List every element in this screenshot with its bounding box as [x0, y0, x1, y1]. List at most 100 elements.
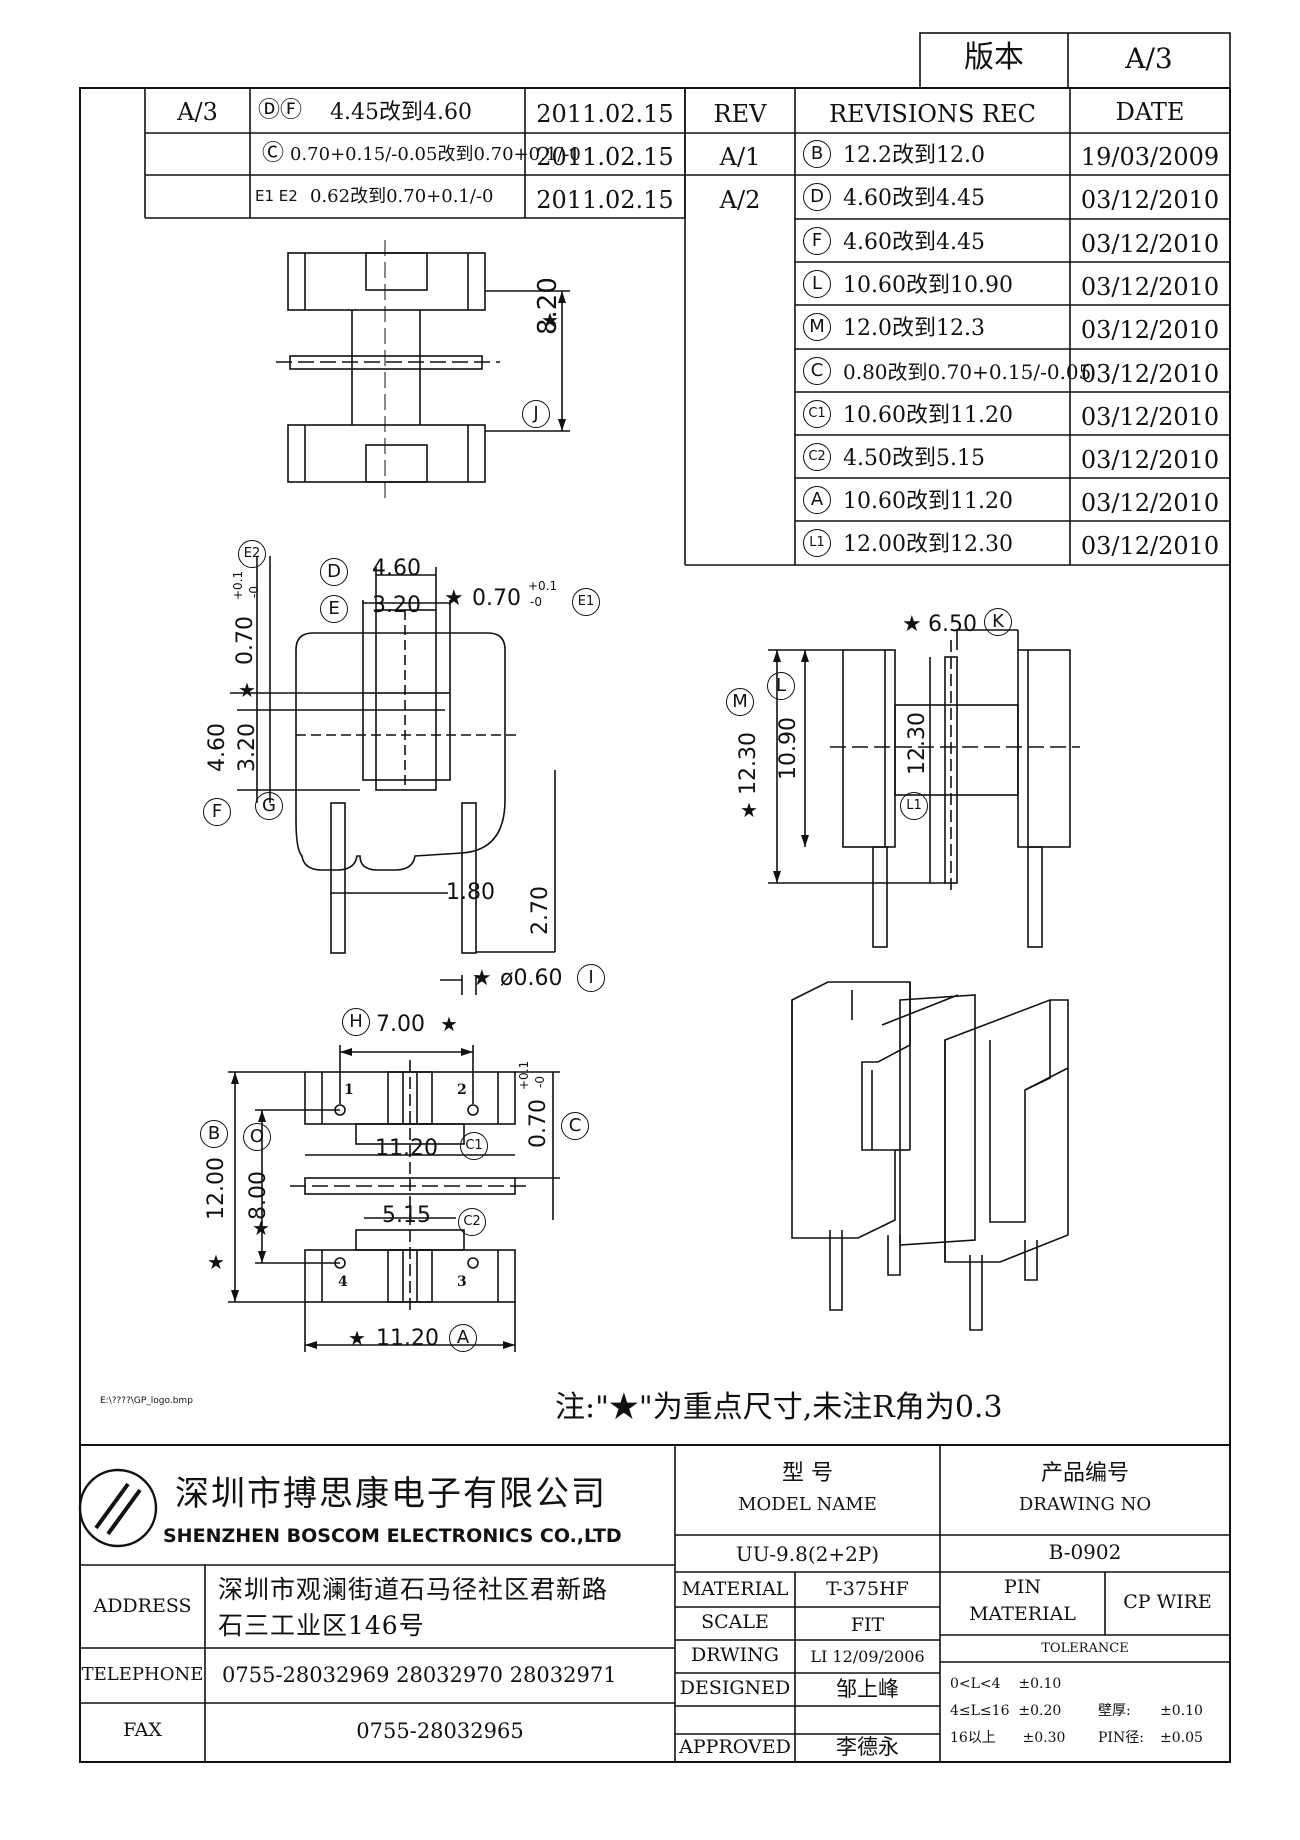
callout-O: O — [243, 1123, 271, 1151]
rev-row-0-date: 19/03/2009 — [1080, 143, 1220, 171]
dim-8-00: 8.00 — [246, 1171, 271, 1220]
material-value: T-375HF — [826, 1578, 909, 1600]
dim-0-70-e2-star: ★ — [238, 678, 256, 702]
callout-E1: E1 — [572, 588, 600, 616]
rev-row-4-desc: 12.0改到12.3 — [843, 316, 985, 341]
dim-3-20-top: 3.20 — [372, 593, 421, 618]
dim-4-60-left: 4.60 — [205, 723, 230, 772]
scale-value: FIT — [850, 1614, 885, 1636]
dim-10-90: 10.90 — [776, 717, 801, 780]
dim-8-20-star: ★ — [541, 308, 559, 332]
rev-row-1-desc: 4.60改到4.45 — [843, 186, 985, 211]
wall-thickness-value: ±0.10 — [1160, 1703, 1203, 1719]
rev-row-0-mark: B — [803, 140, 831, 168]
dim-0-70-star: ★ — [444, 586, 464, 611]
tolerance-row-2: 4≤L≤16 ±0.20 — [950, 1703, 1062, 1719]
rev-row-9-date: 03/12/2010 — [1080, 532, 1220, 560]
left-rev-2-desc: 0.62改到0.70+0.1/-0 — [310, 186, 494, 207]
rev-row-2-date: 03/12/2010 — [1080, 230, 1220, 258]
dim-12-30-star: ★ — [740, 798, 758, 822]
key-dimension-note: 注:"★"为重点尺寸,未注R角为0.3 — [555, 1390, 1003, 1425]
rev-row-8-desc: 10.60改到11.20 — [843, 489, 1013, 514]
rev-row-9-desc: 12.00改到12.30 — [843, 532, 1013, 557]
logo-file-path: E:\????\GP_logo.bmp — [100, 1396, 193, 1406]
rev-row-3-date: 03/12/2010 — [1080, 273, 1220, 301]
left-rev-2-marks: E1 E2 — [255, 187, 298, 205]
callout-I: I — [577, 964, 605, 992]
left-rev-2-date: 2011.02.15 — [536, 186, 674, 214]
drawing-label-en: DRAWING NO — [1018, 1494, 1152, 1515]
dim-6-50-star: ★ — [902, 612, 922, 637]
callout-K: K — [984, 608, 1012, 636]
dim-0-70-c: 0.70 — [526, 1099, 551, 1148]
rev-row-4-mark: M — [803, 313, 831, 341]
wall-thickness-label: 壁厚: — [1098, 1703, 1131, 1719]
fax-value: 0755-28032965 — [356, 1719, 524, 1743]
designed-value: 邹上峰 — [836, 1677, 899, 1701]
dim-0-70-e1-tol-minus: -0 — [530, 595, 542, 609]
dim-0-70-e2-tol-minus: -0 — [247, 586, 261, 598]
scale-label: SCALE — [701, 1611, 769, 1633]
dim-3-20-left: 3.20 — [235, 723, 260, 772]
pin-4-label: 4 — [338, 1274, 348, 1290]
dim-0-70-e2: 0.70 — [233, 616, 258, 665]
dim-8-00-star: ★ — [252, 1216, 270, 1240]
dim-11-20-a: 11.20 — [376, 1326, 439, 1351]
pin-diameter-label: PIN径: — [1098, 1730, 1144, 1746]
callout-C2: C2 — [458, 1208, 486, 1236]
dim-1-80: 1.80 — [446, 880, 495, 905]
rev-row-7-desc: 4.50改到5.15 — [843, 446, 985, 471]
callout-B: B — [200, 1120, 228, 1148]
drawing-label-cn: 产品编号 — [1040, 1461, 1129, 1486]
drawing-by-label: DRWING — [691, 1644, 779, 1666]
callout-L: L — [767, 672, 795, 700]
rev-row-5-date: 03/12/2010 — [1080, 360, 1220, 388]
rev-row-2-desc: 4.60改到4.45 — [843, 230, 985, 255]
address-label: ADDRESS — [93, 1595, 192, 1617]
rev-row-5-mark: C — [803, 357, 831, 385]
pin-material-label-1: PIN — [1004, 1576, 1041, 1598]
dim-11-20-a-star: ★ — [348, 1326, 366, 1350]
dim-6-50: 6.50 — [928, 612, 977, 637]
dim-7-00-star: ★ — [440, 1012, 458, 1036]
rev-row-0-desc: 12.2改到12.0 — [843, 143, 985, 168]
dim-7-00: 7.00 — [376, 1012, 425, 1037]
dim-5-15: 5.15 — [382, 1203, 431, 1228]
rev-row-1-rev: A/2 — [719, 186, 761, 214]
rev-row-6-mark: C1 — [803, 400, 831, 428]
dim-12-30-m: 12.30 — [736, 732, 761, 795]
callout-E2: E2 — [238, 540, 266, 568]
rev-row-8-date: 03/12/2010 — [1080, 489, 1220, 517]
company-name-en: SHENZHEN BOSCOM ELECTRONICS CO.,LTD — [163, 1525, 622, 1547]
address-line2: 石三工业区146号 — [218, 1611, 425, 1640]
callout-H: H — [342, 1008, 370, 1036]
callout-C: C — [561, 1112, 589, 1140]
rev-row-2-mark: F — [803, 227, 831, 255]
rev-row-1-date: 03/12/2010 — [1080, 186, 1220, 214]
telephone-value: 0755-28032969 28032970 28032971 — [222, 1663, 617, 1687]
rev-row-5-desc: 0.80改到0.70+0.15/-0.05 — [843, 360, 1092, 384]
rev-row-9-mark: L1 — [803, 529, 831, 557]
dim-2-70: 2.70 — [528, 886, 553, 935]
pin-material-value: CP WIRE — [1123, 1591, 1212, 1613]
callout-D: D — [320, 558, 348, 586]
rev-row-8-mark: A — [803, 486, 831, 514]
pin-material-label-2: MATERIAL — [969, 1603, 1076, 1625]
drawing-value: B-0902 — [1048, 1540, 1122, 1564]
tolerance-label: TOLERANCE — [1041, 1641, 1129, 1656]
left-rev-0-date: 2011.02.15 — [536, 100, 674, 128]
model-label-cn: 型 号 — [782, 1461, 833, 1486]
designed-label: DESIGNED — [679, 1677, 791, 1699]
left-rev-1-desc: 0.70+0.15/-0.05改到0.70+0.1/-0 — [290, 144, 581, 165]
approved-label: APPROVED — [679, 1736, 791, 1758]
telephone-label: TELEPHONE — [81, 1664, 204, 1685]
dim-12-00-star: ★ — [207, 1250, 225, 1274]
dim-0-60-star: ★ — [472, 966, 492, 991]
address-line1: 深圳市观澜街道石马径社区君新路 — [218, 1575, 609, 1604]
callout-J: J — [522, 400, 550, 428]
pin-3-label: 3 — [457, 1274, 467, 1290]
dim-4-60-top: 4.60 — [372, 556, 421, 581]
callout-M: M — [726, 688, 754, 716]
